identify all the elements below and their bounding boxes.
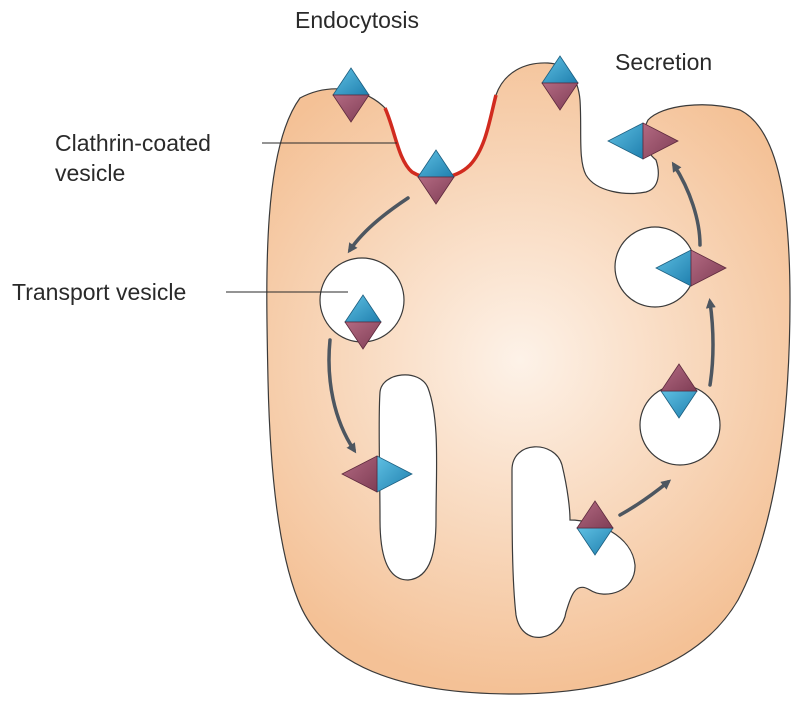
- receptor-blue-half: [608, 123, 643, 159]
- clathrin-label-line1: Clathrin-coated: [55, 129, 211, 157]
- clathrin-label-line2: vesicle: [55, 159, 125, 187]
- receptor-blue-half: [418, 150, 454, 177]
- transport-vesicle-label: Transport vesicle: [12, 278, 186, 306]
- endocytosis-label: Endocytosis: [295, 6, 419, 34]
- receptor-blue-half: [333, 68, 369, 95]
- secretion-label: Secretion: [615, 48, 712, 76]
